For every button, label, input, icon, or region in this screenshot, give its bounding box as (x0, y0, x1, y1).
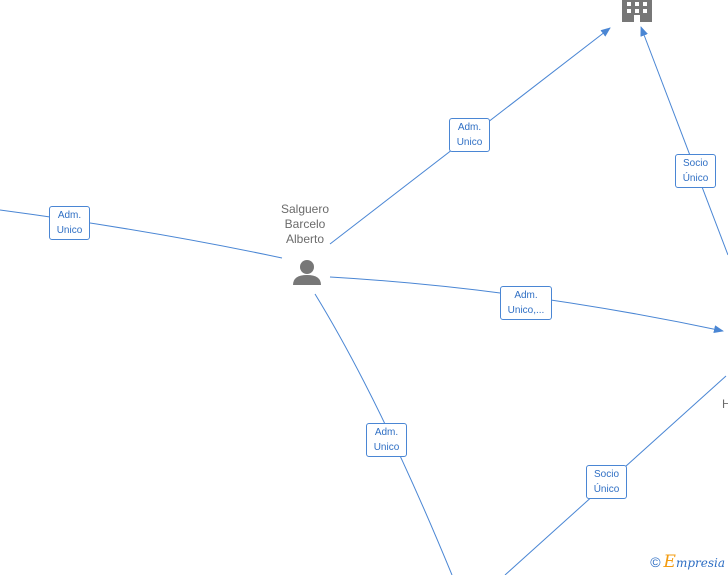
edge-label-line: Unico (56, 225, 83, 236)
copyright-symbol: © (650, 554, 661, 570)
edge-label-line: Unico,... (507, 305, 545, 316)
edge-label-to-company-top[interactable]: Adm. Unico (449, 118, 490, 152)
edge-label-line: Adm. (514, 290, 538, 301)
right-node-label-stub: H (722, 397, 728, 411)
edge-label-socio-bottom-right[interactable]: Socio Único (586, 465, 627, 499)
edge-label-line: Unico (373, 442, 400, 453)
person-name: Salguero Barcelo Alberto (268, 202, 342, 247)
edge-label-to-bottom[interactable]: Adm. Unico (366, 423, 407, 457)
edge-label-line: Unico (456, 137, 483, 148)
edge-label-line: Único (682, 173, 709, 184)
edge-label-line: Socio (593, 469, 619, 480)
edge-label-line: Adm. (374, 427, 399, 438)
edge-left-incoming (0, 209, 283, 259)
building-icon[interactable] (622, 0, 652, 22)
person-icon[interactable] (293, 260, 321, 285)
person-name-line-2: Barcelo (284, 217, 326, 231)
person-name-line-3: Alberto (285, 232, 325, 246)
edge-label-to-right-node[interactable]: Adm. Unico,... (500, 286, 552, 320)
edge-socio-top-right (640, 26, 728, 256)
brand-initial: E (663, 552, 676, 572)
person-name-line-1: Salguero (280, 202, 330, 216)
edge-label-line: Socio (682, 158, 708, 169)
edge-label-line: Adm. (457, 122, 482, 133)
edge-label-socio-top-right[interactable]: Socio Único (675, 154, 716, 188)
brand-name: mpresia (675, 556, 725, 570)
empresia-watermark: ©Empresia (650, 552, 725, 572)
edge-label-line: Adm. (57, 210, 82, 221)
edge-label-left-incoming[interactable]: Adm. Unico (49, 206, 90, 240)
edge-to-bottom (314, 293, 453, 575)
edge-label-line: Único (593, 484, 620, 495)
